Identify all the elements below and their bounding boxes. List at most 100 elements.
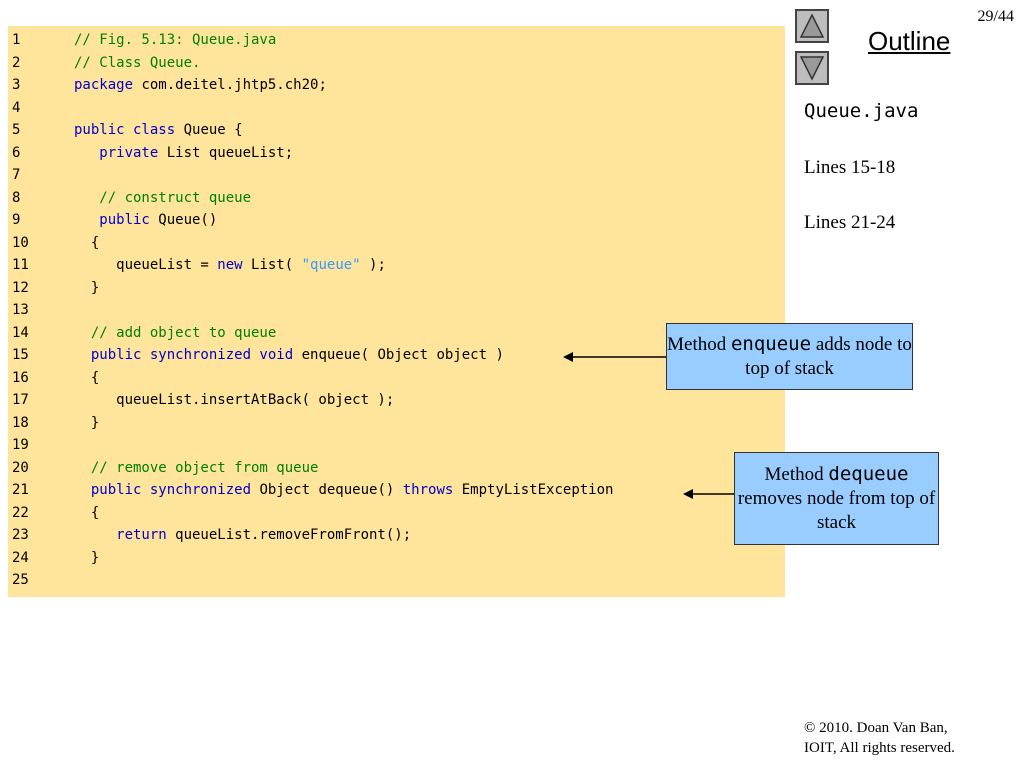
- previous-slide-button[interactable]: [795, 9, 829, 43]
- code-text: queueList = new List( "queue" );: [74, 254, 386, 276]
- line-number: 25: [12, 572, 29, 588]
- code-token: queueList.removeFromFront();: [166, 527, 412, 543]
- code-line: 21 public synchronized Object dequeue() …: [8, 479, 785, 501]
- line-number: 3: [12, 77, 21, 93]
- code-token: throws: [402, 482, 454, 498]
- code-line: 23 return queueList.removeFromFront();: [8, 524, 785, 546]
- code-listing: 1 // Fig. 5.13: Queue.java 2 // Class Queue…: [8, 26, 785, 597]
- code-token: // Class Queue.: [74, 54, 201, 71]
- line-number: 24: [12, 549, 29, 566]
- copyright-line-2: IOIT, All rights reserved.: [804, 740, 955, 756]
- code-text: public synchronized void enqueue( Object…: [74, 344, 504, 366]
- callout-dequeue-code: dequeue: [828, 463, 909, 485]
- line-number: 15: [12, 347, 29, 363]
- outline-link[interactable]: Outline: [868, 26, 951, 56]
- code-text: }: [74, 277, 99, 299]
- code-line: 13: [8, 299, 785, 321]
- code-text: // Fig. 5.13: Queue.java: [74, 29, 276, 51]
- code-token: List queueList;: [158, 144, 294, 161]
- line-number: 21: [12, 482, 29, 498]
- line-number: 23: [12, 527, 29, 543]
- code-token: Object dequeue(): [251, 482, 403, 498]
- line-number: 22: [12, 504, 29, 521]
- code-token: private: [74, 144, 159, 161]
- code-line: 11 queueList = new List( "queue" );: [8, 254, 785, 276]
- code-line: 25: [8, 569, 785, 591]
- code-token: // construct queue: [74, 189, 252, 206]
- code-token: );: [360, 257, 386, 273]
- code-token: {: [74, 504, 100, 521]
- code-line: 18 }: [8, 412, 785, 434]
- sidebar-link-lines-21-24[interactable]: Lines 21-24: [804, 212, 896, 233]
- callout-enqueue: Method enqueue adds node to top of stack: [666, 323, 913, 390]
- code-token: // Fig. 5.13: Queue.java: [74, 32, 277, 48]
- line-number: 2: [12, 54, 21, 71]
- code-token: Queue {: [175, 122, 243, 138]
- line-number: 13: [12, 302, 29, 318]
- code-line: 10 {: [8, 232, 785, 254]
- code-token: package: [74, 77, 134, 93]
- code-text: {: [74, 367, 99, 389]
- code-line: 20 // remove object from queue: [8, 457, 785, 479]
- code-text: // Class Queue.: [74, 52, 200, 74]
- code-line: 4: [8, 97, 785, 119]
- code-token: "queue": [301, 257, 361, 273]
- code-token: // remove object from queue: [74, 459, 319, 476]
- code-line: 24 }: [8, 547, 785, 569]
- copyright-footer: © 2010. Doan Van Ban, IOIT, All rights r…: [804, 718, 955, 758]
- code-text: // remove object from queue: [74, 457, 319, 479]
- code-text: public Queue(): [74, 209, 217, 231]
- line-number: 20: [12, 459, 29, 476]
- callout-dequeue: Method dequeue removes node from top of …: [734, 452, 939, 545]
- code-text: // add object to queue: [74, 322, 276, 344]
- triangle-up-icon: [799, 13, 825, 38]
- code-token: public synchronized: [74, 482, 252, 498]
- sidebar-link-lines-15-18[interactable]: Lines 15-18: [804, 157, 896, 178]
- code-line: 8 // construct queue: [8, 187, 785, 209]
- sidebar-file-name: Queue.java: [804, 100, 919, 122]
- callout-dequeue-text: removes node from top of stack: [737, 488, 936, 533]
- line-number: 17: [12, 392, 29, 408]
- code-text: queueList.insertAtBack( object );: [74, 389, 394, 411]
- next-slide-button[interactable]: [795, 51, 829, 85]
- code-token: queueList.insertAtBack( object );: [74, 392, 395, 408]
- line-number: 19: [12, 437, 29, 453]
- code-token: }: [74, 279, 100, 296]
- line-number: 6: [12, 144, 21, 161]
- code-line: 17 queueList.insertAtBack( object );: [8, 389, 785, 411]
- code-line: 19: [8, 434, 785, 456]
- code-token: List(: [242, 257, 302, 273]
- code-token: public class: [74, 122, 176, 138]
- code-text: return queueList.removeFromFront();: [74, 524, 411, 546]
- code-token: {: [74, 234, 100, 251]
- code-text: // construct queue: [74, 187, 251, 209]
- line-number: 8: [12, 189, 21, 206]
- code-text: {: [74, 502, 99, 524]
- code-line: 14 // add object to queue: [8, 322, 785, 344]
- line-number: 18: [12, 414, 29, 431]
- triangle-down-icon: [799, 56, 825, 81]
- code-token: // add object to queue: [74, 324, 277, 341]
- code-token: public: [74, 212, 150, 228]
- line-number: 11: [12, 257, 29, 273]
- code-text: }: [74, 547, 99, 569]
- code-text: public class Queue {: [74, 119, 243, 141]
- code-token: }: [74, 414, 100, 431]
- code-line: 6 private List queueList;: [8, 142, 785, 164]
- code-line: 9 public Queue(): [8, 209, 785, 231]
- code-line: 3 package com.deitel.jhtp5.ch20;: [8, 74, 785, 96]
- code-text: package com.deitel.jhtp5.ch20;: [74, 74, 327, 96]
- page-number: 29/44: [977, 8, 1014, 25]
- code-text: {: [74, 232, 99, 254]
- code-token: return: [74, 527, 167, 543]
- code-token: EmptyListException: [453, 482, 614, 498]
- code-line: 15 public synchronized void enqueue( Obj…: [8, 344, 785, 366]
- code-line: 1 // Fig. 5.13: Queue.java: [8, 29, 785, 51]
- callout-enqueue-prefix: Method: [667, 334, 731, 355]
- line-number: 1: [12, 32, 21, 48]
- code-line: 2 // Class Queue.: [8, 52, 785, 74]
- code-line: 22 {: [8, 502, 785, 524]
- callout-enqueue-text: adds node to top of stack: [745, 334, 912, 379]
- line-number: 14: [12, 324, 29, 341]
